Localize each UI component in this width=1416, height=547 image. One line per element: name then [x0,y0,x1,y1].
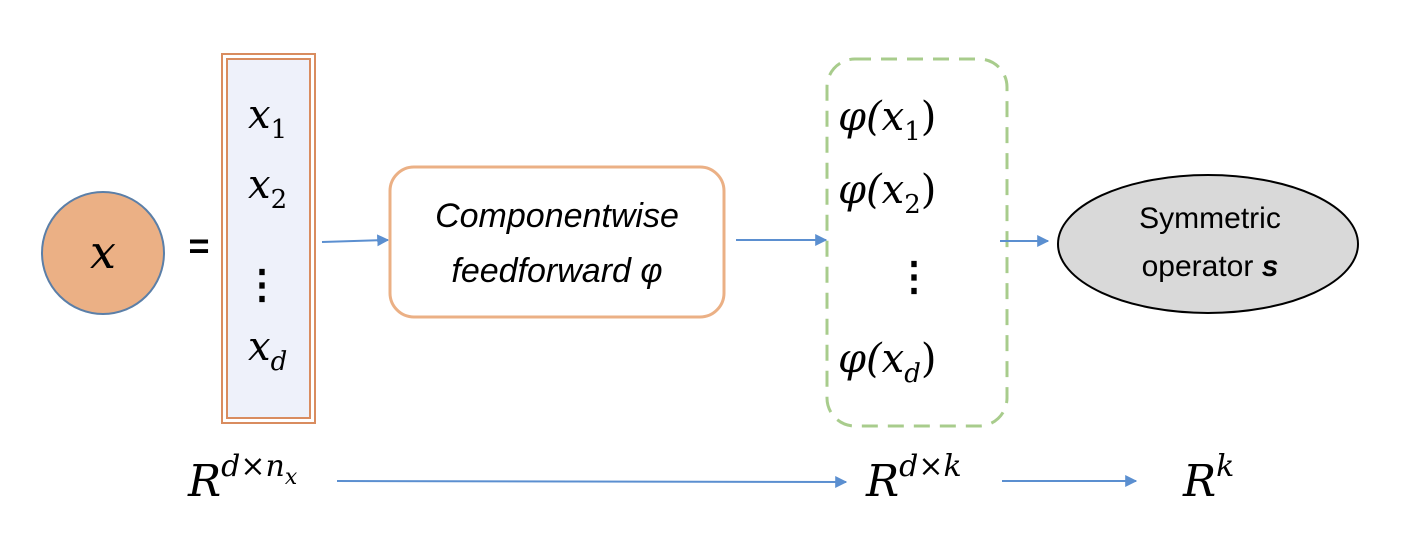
space-label-mapped: Rd×k [865,449,962,507]
vector-entry-d: xd [248,324,287,377]
vector-entry-1: x1 [248,92,287,145]
mapped-entry-d: φ(xd) [838,336,936,389]
input-symbol: x [90,225,116,279]
arrow-vector-to-feedforward [321,234,390,247]
feedforward-box [388,165,726,319]
operator-label-line1: Symmetric [1139,202,1281,235]
equals-sign: = [188,225,209,266]
vector-entry-2: x2 [248,162,287,215]
arrow-space-input-to-mapped [336,475,848,488]
space-label-output: Rk [1182,449,1234,507]
input-circle [41,191,165,315]
mapped-box [825,57,1009,428]
mapped-entry-2: φ(x2) [838,167,936,220]
feedforward-label-line1: Componentwise [435,197,679,235]
mapped-entry-1: φ(x1) [838,94,936,147]
space-label-input: Rd×nx [187,449,298,507]
vector-box-outer [221,53,316,424]
operator-label-line2: operator s [1142,250,1279,283]
operator-ellipse [1057,174,1359,314]
feedforward-label-line2: feedforward φ [451,252,662,290]
vector-box-inner [226,58,311,419]
mapped-ellipsis: ⋮ [894,253,934,300]
vector-ellipsis: ⋮ [242,261,282,308]
